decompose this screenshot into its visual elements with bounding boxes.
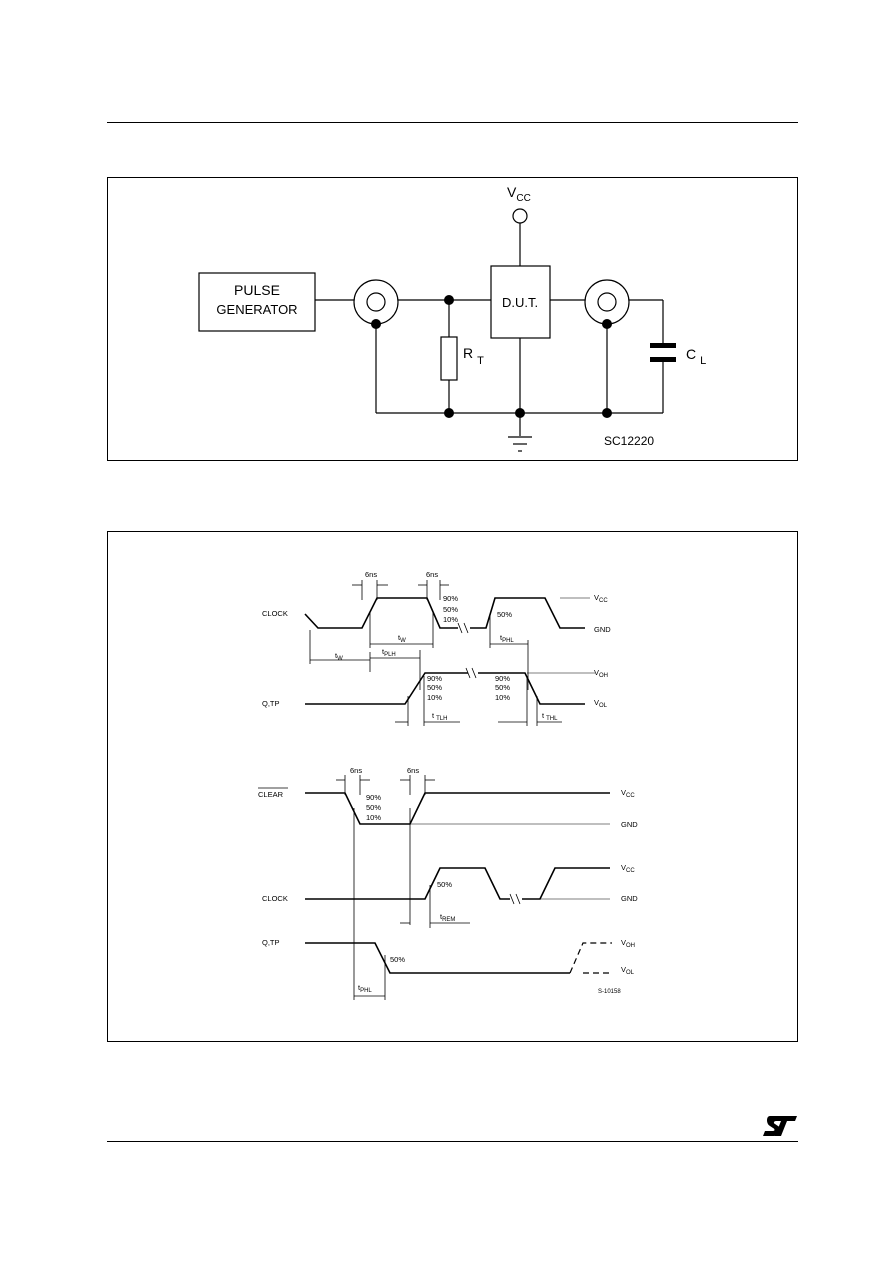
clock-label-1: CLOCK bbox=[262, 609, 288, 618]
six-ns-label-2a: 6ns bbox=[350, 766, 362, 775]
clock-label-2: CLOCK bbox=[262, 894, 288, 903]
svg-text:RT: RT bbox=[463, 345, 484, 367]
svg-text:tW: tW bbox=[335, 651, 343, 662]
pct50-label-1: 50% bbox=[443, 605, 458, 614]
pct90-label-1d: 90% bbox=[495, 674, 510, 683]
six-ns-label-1b: 6ns bbox=[426, 570, 438, 579]
st-logo-icon bbox=[763, 1116, 797, 1136]
qtp-waveform-2 bbox=[305, 942, 570, 974]
pct90-label-2: 90% bbox=[366, 793, 381, 802]
pct90-label-1c: 90% bbox=[427, 674, 442, 683]
waveform-code: S-10158 bbox=[598, 989, 621, 995]
voh-sub-2: OH bbox=[626, 943, 635, 949]
svg-text:tPLH: tPLH bbox=[382, 647, 396, 658]
svg-text:VCC: VCC bbox=[621, 788, 635, 799]
gnd-label-2b: GND bbox=[621, 894, 638, 903]
svg-text:VOL: VOL bbox=[594, 698, 608, 709]
vol-label-2: V bbox=[621, 965, 626, 974]
tplh-sub: PLH bbox=[384, 652, 396, 658]
pulse-generator-label-1: PULSE bbox=[234, 282, 280, 298]
pct10-label-1: 10% bbox=[443, 615, 458, 624]
footer-rule bbox=[107, 1141, 798, 1142]
svg-text:CL: CL bbox=[686, 346, 706, 367]
six-ns-label-1a: 6ns bbox=[365, 570, 377, 579]
svg-text:VCC: VCC bbox=[507, 184, 531, 204]
trem-sub: REM bbox=[442, 917, 455, 923]
pct50-label-1b: 50% bbox=[497, 610, 512, 619]
tplh-label: t bbox=[382, 647, 385, 656]
rt-sub: T bbox=[477, 355, 484, 367]
circuit-code: SC12220 bbox=[604, 434, 654, 448]
tw-label-1a: t bbox=[398, 633, 401, 642]
svg-text:VCC: VCC bbox=[621, 863, 635, 874]
gnd-label-1: GND bbox=[594, 625, 611, 634]
ttlh-sub: TLH bbox=[436, 716, 447, 722]
voh-sub-1: OH bbox=[599, 673, 608, 679]
vcc-label-2b: V bbox=[621, 863, 626, 872]
svg-text:tPHL: tPHL bbox=[500, 633, 514, 644]
ttlh-label: t bbox=[432, 711, 435, 720]
pct50-label-1c: 50% bbox=[427, 683, 442, 692]
svg-text:VOL: VOL bbox=[621, 965, 635, 976]
gnd-label-2a: GND bbox=[621, 820, 638, 829]
pulse-generator-label-2: GENERATOR bbox=[216, 302, 297, 317]
vcc-sub-1: CC bbox=[599, 598, 608, 604]
pct10-label-1d: 10% bbox=[495, 693, 510, 702]
six-ns-label-2b: 6ns bbox=[407, 766, 419, 775]
pct90-label-1: 90% bbox=[443, 594, 458, 603]
qtp-waveform-1 bbox=[305, 672, 585, 705]
pct50-label-2b: 50% bbox=[437, 880, 452, 889]
tphl-label-1: t bbox=[500, 633, 503, 642]
qtp-label-2: Q,TP bbox=[262, 938, 280, 947]
vcc-sub: CC bbox=[516, 193, 530, 204]
vol-label-1: V bbox=[594, 698, 599, 707]
vcc-sub-2b: CC bbox=[626, 868, 635, 874]
pct10-label-2: 10% bbox=[366, 813, 381, 822]
tw-sub-1b: W bbox=[337, 656, 343, 662]
vcc-label: V bbox=[507, 184, 517, 200]
voh-label-1: V bbox=[594, 668, 599, 677]
pct50-label-2c: 50% bbox=[390, 955, 405, 964]
tphl-sub-2: PHL bbox=[360, 988, 372, 994]
vcc-label-2a: V bbox=[621, 788, 626, 797]
header-rule bbox=[107, 122, 798, 123]
cl-label: C bbox=[686, 346, 696, 362]
tw-label-1b: t bbox=[335, 651, 338, 660]
pct10-label-1c: 10% bbox=[427, 693, 442, 702]
tthl-sub: THL bbox=[546, 716, 558, 722]
dut-label: D.U.T. bbox=[502, 295, 538, 310]
pct50-label-2: 50% bbox=[366, 803, 381, 812]
cl-sub: L bbox=[700, 355, 706, 367]
tphl-sub-1: PHL bbox=[502, 638, 514, 644]
rt-label: R bbox=[463, 345, 473, 361]
waveform-frame bbox=[107, 531, 798, 1042]
clear-label: CLEAR bbox=[258, 790, 284, 799]
vcc-label-1: V bbox=[594, 593, 599, 602]
tthl-label: t bbox=[542, 711, 545, 720]
cl-capacitor bbox=[650, 343, 676, 348]
clear-waveform bbox=[305, 792, 610, 825]
vol-sub-2: OL bbox=[626, 970, 635, 976]
test-circuit-frame bbox=[107, 177, 798, 461]
vcc-sub-2a: CC bbox=[626, 793, 635, 799]
svg-text:tREM: tREM bbox=[440, 912, 455, 923]
svg-text:VOH: VOH bbox=[594, 668, 608, 679]
svg-text:VCC: VCC bbox=[594, 593, 608, 604]
voh-label-2: V bbox=[621, 938, 626, 947]
pulse-generator-box bbox=[198, 272, 316, 332]
svg-text:VOH: VOH bbox=[621, 938, 635, 949]
pct50-label-1d: 50% bbox=[495, 683, 510, 692]
svg-text:tW: tW bbox=[398, 633, 406, 644]
tw-sub-1a: W bbox=[400, 638, 406, 644]
svg-text:tPHL: tPHL bbox=[358, 983, 372, 994]
qtp-label-1: Q,TP bbox=[262, 699, 280, 708]
vol-sub-1: OL bbox=[599, 703, 608, 709]
clock-waveform-2 bbox=[305, 867, 610, 900]
trem-label: t bbox=[440, 912, 443, 921]
tphl-label-2: t bbox=[358, 983, 361, 992]
